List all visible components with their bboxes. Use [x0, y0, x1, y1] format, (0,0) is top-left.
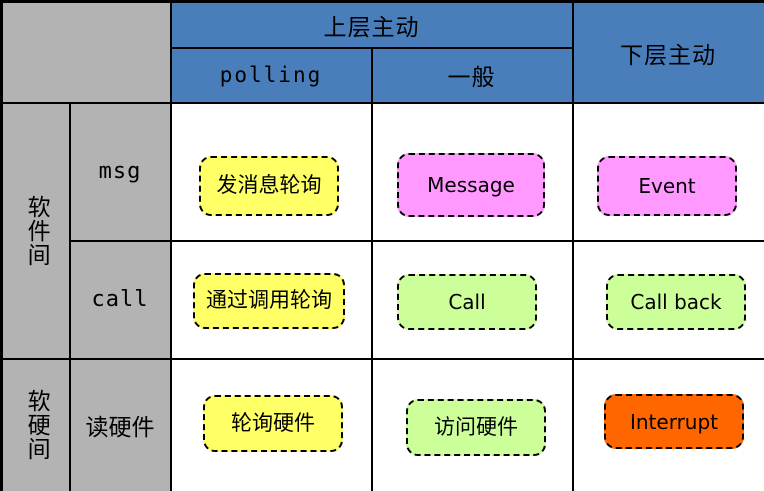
grid-vline-rowgroup: [69, 103, 71, 491]
column-header-polling-label: polling: [219, 63, 323, 87]
column-header-general-label: 一般: [447, 65, 496, 91]
table-corner-blank: [3, 3, 171, 103]
node-msg-lower-label: Event: [638, 174, 696, 198]
grid-vline-general-lower: [572, 3, 574, 491]
row-header-read-hardware: 读硬件: [69, 358, 171, 491]
row-header-call: call: [69, 240, 171, 358]
node-hw-polling[interactable]: 轮询硬件: [203, 395, 343, 452]
node-call-general-label: Call: [448, 290, 486, 314]
grid-hline-header-body: [3, 102, 764, 104]
node-msg-polling[interactable]: 发消息轮询: [199, 156, 339, 216]
row-header-msg: msg: [69, 103, 171, 240]
row-header-read-hardware-label: 读硬件: [85, 414, 155, 441]
column-header-upper-active-label: 上层主动: [323, 15, 420, 41]
node-msg-general-label: Message: [427, 173, 515, 197]
row-group-header-hardware: 软硬间: [3, 358, 69, 491]
node-msg-lower[interactable]: Event: [597, 156, 737, 216]
node-msg-general[interactable]: Message: [397, 153, 545, 217]
node-call-lower-label: Call back: [630, 290, 722, 314]
column-header-lower-active-label: 下层主动: [620, 43, 716, 69]
node-call-polling-label: 通过调用轮询: [206, 288, 332, 313]
node-call-polling[interactable]: 通过调用轮询: [193, 273, 345, 329]
node-hw-general[interactable]: 访问硬件: [406, 399, 546, 456]
grid-vline-polling-general: [371, 47, 373, 491]
grid-hline-msg-call: [69, 240, 764, 242]
node-hw-polling-label: 轮询硬件: [231, 410, 315, 435]
column-header-general: 一般: [371, 47, 572, 103]
row-header-msg-label: msg: [98, 159, 142, 184]
node-call-general[interactable]: Call: [397, 274, 537, 330]
node-msg-polling-label: 发消息轮询: [216, 173, 322, 198]
grid-hline-header-split: [171, 47, 572, 49]
node-hw-lower[interactable]: Interrupt: [604, 394, 744, 449]
column-header-polling: polling: [171, 47, 371, 103]
column-header-lower-active: 下层主动: [572, 3, 764, 103]
grid-vline-rowheader: [170, 3, 172, 491]
grid-hline-call-hw: [3, 358, 764, 360]
column-header-upper-active: 上层主动: [171, 3, 572, 47]
row-header-call-label: call: [91, 286, 149, 312]
row-group-header-software-label: 软件间: [23, 194, 50, 267]
row-group-header-hardware-label: 软硬间: [23, 388, 50, 461]
node-call-lower[interactable]: Call back: [606, 274, 746, 330]
row-group-header-software: 软件间: [3, 103, 69, 358]
node-hw-lower-label: Interrupt: [629, 409, 719, 434]
node-hw-general-label: 访问硬件: [434, 414, 518, 439]
